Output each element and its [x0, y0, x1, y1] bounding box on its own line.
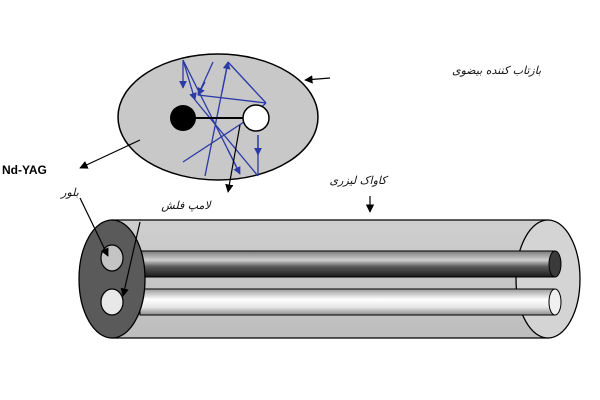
crystal-rod-cross-section — [170, 105, 196, 131]
label-ellipse-reflector: بازتاب کننده بیضوی — [452, 64, 541, 77]
arrow-crystal-ellipse — [79, 139, 141, 169]
label-crystal: بلور — [59, 186, 79, 199]
arrow-reflector — [304, 75, 331, 84]
label-flash-lamp: لامپ فلش — [161, 199, 212, 212]
arrow-crystal-cavity — [79, 197, 109, 257]
flash-lamp-face — [100, 288, 124, 316]
label-laser-cavity: کاواک لیزری — [330, 174, 390, 187]
crystal-rod — [139, 250, 556, 278]
cavity-left-face — [78, 219, 146, 339]
laser-cavity — [78, 219, 581, 339]
cavity-body — [111, 219, 549, 339]
ellipse-reflector — [117, 53, 319, 181]
pointer-arrows — [79, 75, 375, 297]
crystal-rod-end — [548, 250, 562, 278]
flash-lamp-end — [548, 288, 562, 316]
flash-lamp-rod — [139, 288, 556, 316]
label-nd-yag: Nd-YAG — [2, 163, 47, 177]
arrow-lamp-cavity — [120, 221, 141, 297]
arrow-lamp-ellipse — [225, 124, 241, 193]
cavity-right-end — [515, 219, 581, 339]
flash-lamp-cross-section — [242, 104, 270, 132]
